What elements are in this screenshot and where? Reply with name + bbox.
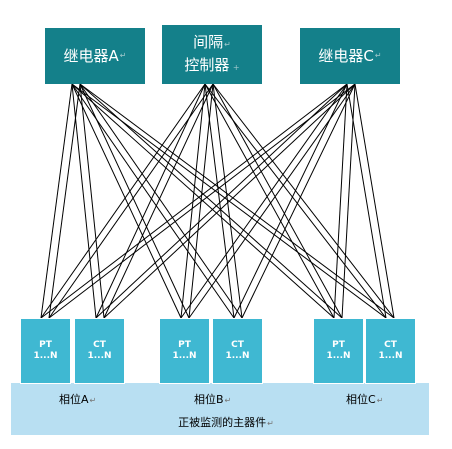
wire-relay-a-to-phase-c-ct — [79, 83, 395, 319]
phase-a-ct-box: CT 1...N — [74, 318, 125, 384]
wire-bay-controller-to-phase-c-pt — [212, 83, 343, 319]
return-mark-icon: ↵ — [224, 396, 232, 405]
phase-c-ct-box: CT 1...N — [365, 318, 416, 384]
sensor-range: 1...N — [33, 351, 58, 361]
wire-relay-c-to-phase-a-pt — [40, 83, 348, 319]
return-mark-icon: ↵ — [267, 419, 274, 428]
phase-b-label: 相位B↵ — [194, 393, 232, 406]
return-mark-icon: ↵ — [119, 51, 127, 60]
wire-bay-controller-to-phase-a-ct — [95, 83, 206, 319]
wire-relay-c-to-phase-a-ct — [95, 83, 348, 319]
phase-a-pt-box: PT 1...N — [20, 318, 71, 384]
bay-controller-box: 间隔↵ 控制器 + — [162, 25, 262, 84]
wire-bay-controller-to-phase-a-pt — [40, 83, 206, 319]
relay-a-box: 继电器A↵ — [45, 28, 145, 84]
wire-relay-c-to-phase-a-pt — [48, 83, 356, 319]
relay-a-label: 继电器A — [63, 47, 119, 65]
wire-bay-controller-to-phase-a-ct — [103, 83, 214, 319]
wire-relay-c-to-phase-b-ct — [233, 83, 348, 319]
sensor-range: 1...N — [87, 351, 112, 361]
sensor-type: PT — [178, 340, 191, 350]
wire-bay-controller-to-phase-c-ct — [212, 83, 395, 319]
monitored-equipment-label: 正被监测的主器件↵ — [178, 416, 274, 429]
wire-relay-a-to-phase-a-pt — [48, 83, 81, 319]
wire-bay-controller-to-phase-c-ct — [204, 83, 387, 319]
wire-bay-controller-to-phase-a-pt — [48, 83, 214, 319]
relay-c-box: 继电器C↵ — [300, 28, 400, 84]
wire-bay-controller-to-phase-b-pt — [180, 83, 206, 319]
sensor-type: PT — [39, 340, 52, 350]
phase-b-ct-box: CT 1...N — [212, 318, 263, 384]
sensor-range: 1...N — [378, 351, 403, 361]
wire-relay-c-to-phase-c-pt — [333, 83, 348, 319]
plus-mark-icon: + — [230, 62, 240, 72]
sensor-type: CT — [231, 340, 244, 350]
phase-c-label: 相位C↵ — [346, 393, 384, 406]
wire-relay-a-to-phase-c-pt — [71, 83, 335, 319]
wire-relay-c-to-phase-b-pt — [188, 83, 356, 319]
wire-bay-controller-to-phase-c-pt — [204, 83, 335, 319]
bay-controller-label-line2: 控制器 — [184, 55, 230, 74]
sensor-range: 1...N — [326, 351, 351, 361]
return-mark-icon: ↵ — [224, 39, 231, 49]
sensor-type: CT — [384, 340, 397, 350]
sensor-range: 1...N — [225, 351, 250, 361]
bay-controller-label-line1: 间隔 — [193, 32, 224, 51]
return-mark-icon: ↵ — [376, 396, 384, 405]
relay-c-label: 继电器C — [318, 47, 374, 65]
wire-relay-a-to-phase-b-pt — [79, 83, 190, 319]
phase-c-pt-box: PT 1...N — [313, 318, 364, 384]
wire-bay-controller-to-phase-b-ct — [212, 83, 243, 319]
wire-relay-a-to-phase-a-pt — [40, 83, 73, 319]
wire-relay-a-to-phase-b-pt — [71, 83, 182, 319]
return-mark-icon: ↵ — [89, 396, 97, 405]
wire-relay-c-to-phase-c-pt — [341, 83, 356, 319]
wire-relay-a-to-phase-b-ct — [71, 83, 235, 319]
sensor-range: 1...N — [172, 351, 197, 361]
phase-a-label: 相位A↵ — [59, 393, 97, 406]
wire-relay-a-to-phase-b-ct — [79, 83, 243, 319]
wire-bay-controller-to-phase-b-ct — [204, 83, 235, 319]
wire-relay-c-to-phase-a-ct — [103, 83, 356, 319]
wire-relay-c-to-phase-c-ct — [354, 83, 395, 319]
wire-relay-c-to-phase-b-ct — [241, 83, 356, 319]
phase-b-pt-box: PT 1...N — [159, 318, 210, 384]
wire-relay-c-to-phase-b-pt — [180, 83, 348, 319]
wire-bay-controller-to-phase-b-pt — [188, 83, 214, 319]
sensor-type: PT — [332, 340, 345, 350]
wire-relay-c-to-phase-c-ct — [346, 83, 387, 319]
sensor-type: CT — [93, 340, 106, 350]
monitored-equipment-base — [11, 383, 429, 435]
return-mark-icon: ↵ — [374, 51, 382, 60]
